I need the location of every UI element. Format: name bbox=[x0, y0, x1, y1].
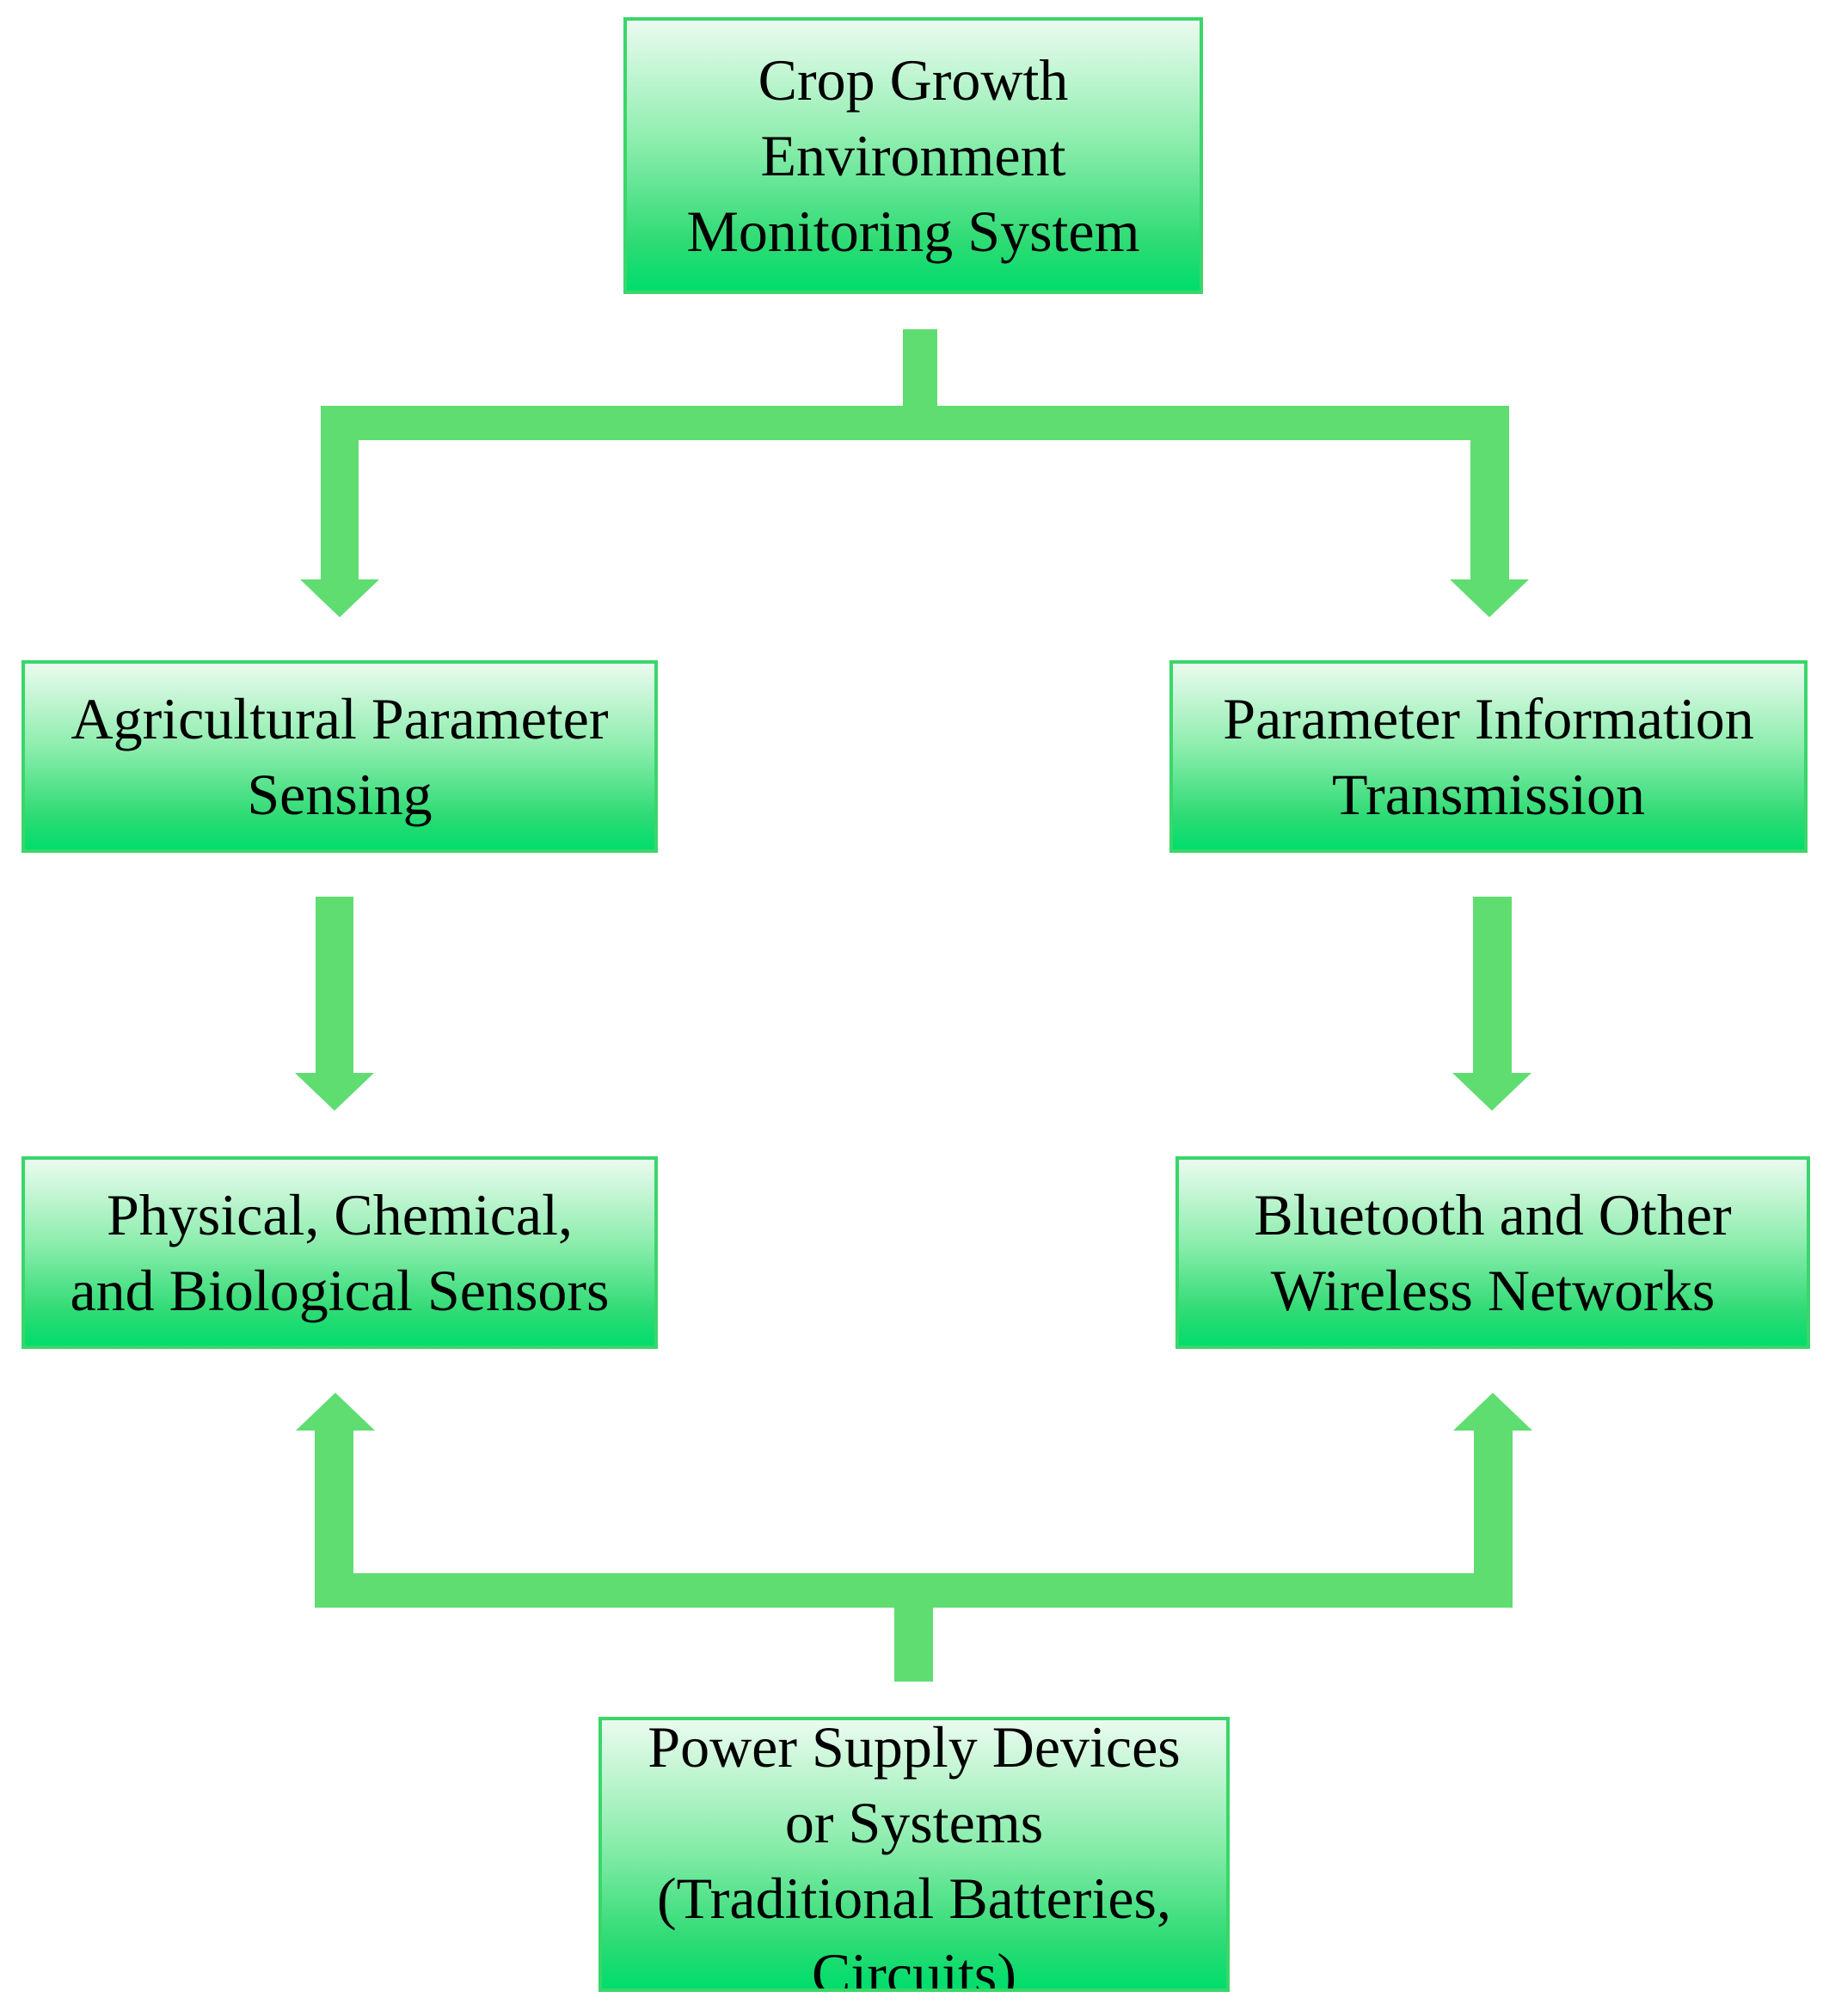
arrow-to-agricultural-sensing bbox=[300, 579, 379, 617]
node-label: Crop Growth Environment Monitoring Syste… bbox=[686, 47, 1140, 264]
right-middle-line bbox=[1473, 897, 1512, 1073]
bottom-stem bbox=[894, 1608, 933, 1682]
top-split-bar bbox=[321, 406, 1509, 440]
node-label: Bluetooth and Other Wireless Networks bbox=[1254, 1182, 1732, 1323]
node-power-supply: Power Supply Devices or Systems (Traditi… bbox=[598, 1717, 1230, 1992]
node-crop-growth-monitoring: Crop Growth Environment Monitoring Syste… bbox=[623, 17, 1203, 294]
node-parameter-information-transmission: Parameter Information Transmission bbox=[1169, 660, 1808, 853]
arrow-to-info-transmission bbox=[1450, 579, 1529, 617]
top-stem bbox=[903, 329, 937, 407]
arrow-to-sensors bbox=[295, 1073, 374, 1111]
left-branch-line bbox=[321, 406, 359, 579]
node-label: Parameter Information Transmission bbox=[1223, 686, 1754, 827]
bottom-merge-bar bbox=[327, 1573, 1512, 1608]
arrow-from-power-to-sensors bbox=[296, 1393, 375, 1431]
node-label: Agricultural Parameter Sensing bbox=[71, 686, 609, 827]
arrow-to-wireless bbox=[1452, 1073, 1531, 1111]
node-wireless-networks: Bluetooth and Other Wireless Networks bbox=[1175, 1156, 1810, 1349]
node-sensors: Physical, Chemical, and Biological Senso… bbox=[21, 1156, 658, 1349]
node-label: Power Supply Devices or Systems (Traditi… bbox=[648, 1717, 1181, 1992]
node-label: Physical, Chemical, and Biological Senso… bbox=[70, 1182, 610, 1323]
node-agricultural-parameter-sensing: Agricultural Parameter Sensing bbox=[21, 660, 658, 853]
left-middle-line bbox=[316, 897, 353, 1073]
arrow-from-power-to-wireless bbox=[1453, 1393, 1532, 1431]
right-branch-line bbox=[1470, 406, 1509, 579]
